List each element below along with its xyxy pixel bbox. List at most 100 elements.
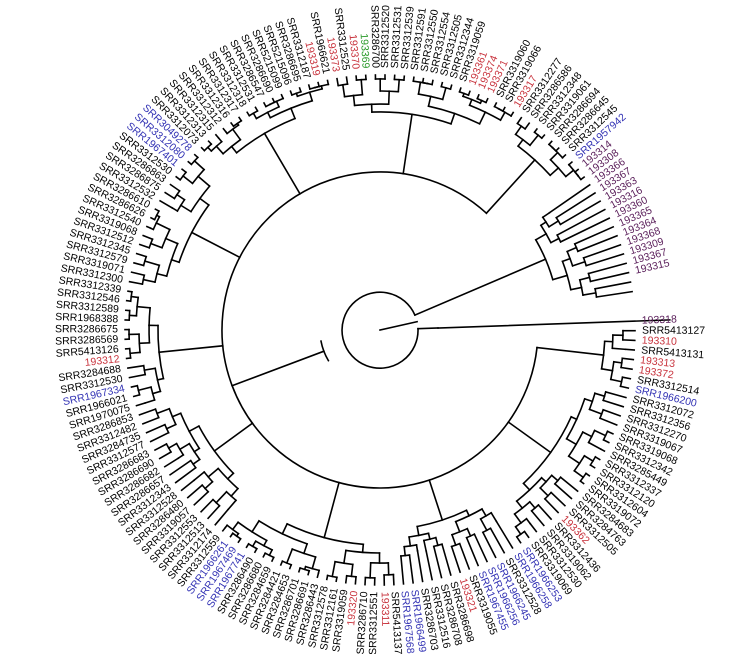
internal-branch (450, 533, 457, 547)
root-stem (231, 350, 325, 387)
leaf-branch (153, 442, 168, 452)
internal-branch (188, 425, 200, 433)
leaf-label: SRR5413137 (389, 591, 404, 654)
leaf-branch (408, 554, 414, 584)
internal-branch (129, 351, 141, 355)
internal-branch (588, 408, 603, 416)
leaf-branch (529, 522, 538, 533)
internal-branch (566, 246, 578, 253)
leaf-label: SRR3286710 (355, 591, 371, 654)
internal-branch (130, 295, 140, 299)
internal-branch (564, 169, 575, 178)
internal-branch (583, 397, 594, 403)
internal-branch (136, 305, 151, 309)
internal-branch (144, 398, 156, 405)
backbone-branch (158, 344, 224, 354)
internal-branch (569, 286, 583, 291)
internal-branch (252, 112, 258, 120)
internal-branch (230, 145, 238, 154)
internal-branch (175, 193, 186, 201)
internal-branch (514, 125, 523, 136)
internal-branch (427, 532, 431, 541)
internal-branch (480, 507, 488, 517)
leaf-branch (128, 373, 147, 379)
leaf-branch (141, 416, 160, 425)
internal-branch (192, 458, 201, 466)
leaf-branch (515, 535, 522, 544)
internal-branch (550, 474, 559, 482)
internal-branch (434, 536, 439, 547)
leaf-branch (450, 545, 462, 574)
leaf-branch (553, 482, 573, 500)
internal-branch (155, 221, 171, 231)
leaf-label: SRR3312531 (389, 5, 405, 69)
leaf-branch (142, 234, 154, 241)
root-arc (320, 340, 330, 362)
leaf-branch (549, 491, 567, 507)
leaf-branch (432, 545, 443, 579)
internal-branch (549, 166, 560, 177)
internal-branch (230, 487, 240, 498)
leaf-branch (589, 271, 630, 283)
internal-branch (490, 511, 498, 523)
leaf-label: 193310 (642, 334, 678, 347)
internal-branch (578, 276, 591, 281)
internal-branch (177, 453, 185, 460)
leaf-branch (543, 497, 560, 514)
backbone-branch (190, 231, 241, 259)
leaf-branch (345, 76, 349, 86)
leaf-label: SRR1968388 (55, 311, 119, 325)
internal-branch (549, 151, 559, 161)
internal-branch (449, 112, 456, 125)
leaf-branch (145, 423, 166, 434)
internal-branch (466, 527, 472, 538)
internal-branch (539, 220, 548, 227)
leaf-branch (604, 390, 627, 399)
internal-branch (611, 347, 627, 351)
internal-branch (499, 111, 506, 122)
leaf-branch (130, 271, 146, 277)
internal-branch (151, 390, 162, 395)
internal-branch (156, 407, 171, 415)
internal-branch (193, 159, 206, 171)
internal-branch (540, 476, 548, 483)
leaf-branch (516, 116, 523, 125)
leaf-branch (621, 376, 632, 380)
leaf-label: 193373 (324, 36, 342, 73)
internal-branch (403, 545, 407, 557)
leaf-label: SRR5413127 (642, 325, 705, 337)
internal-branch (149, 242, 164, 249)
internal-branch (571, 260, 586, 267)
internal-branch (156, 377, 165, 381)
leaf-branch (336, 77, 340, 87)
leaf-branch (128, 280, 144, 286)
leaf-label: SRR5413131 (641, 344, 705, 361)
leaf-label: 193372 (638, 364, 675, 381)
internal-branch (231, 128, 242, 141)
leaf-branch (149, 431, 170, 443)
internal-branch (206, 146, 213, 153)
internal-branch (551, 274, 569, 281)
internal-branch (311, 556, 317, 570)
leaf-label: 193370 (346, 34, 361, 70)
leaf-branch (624, 348, 636, 351)
leaf-label: SRR3286675 (55, 323, 118, 335)
internal-branch (156, 272, 168, 278)
leaf-branch (164, 191, 176, 200)
leaf-label: SRR3312539 (399, 6, 417, 70)
internal-branch (479, 517, 488, 532)
leaf-branch (130, 384, 139, 388)
leaf-label: SRR3286569 (55, 333, 119, 347)
leaf-branch (530, 509, 545, 527)
leaf-branch (135, 402, 147, 407)
leaf-branch (180, 479, 196, 492)
leaf-branch (473, 533, 489, 563)
leaf-branch (602, 438, 610, 444)
leaf-branch (523, 530, 530, 539)
internal-branch (181, 174, 194, 185)
internal-branch (468, 98, 473, 107)
internal-branch (341, 83, 346, 98)
leaf-branch (133, 261, 145, 267)
leaf-branch (598, 417, 618, 426)
internal-branch (360, 78, 364, 96)
